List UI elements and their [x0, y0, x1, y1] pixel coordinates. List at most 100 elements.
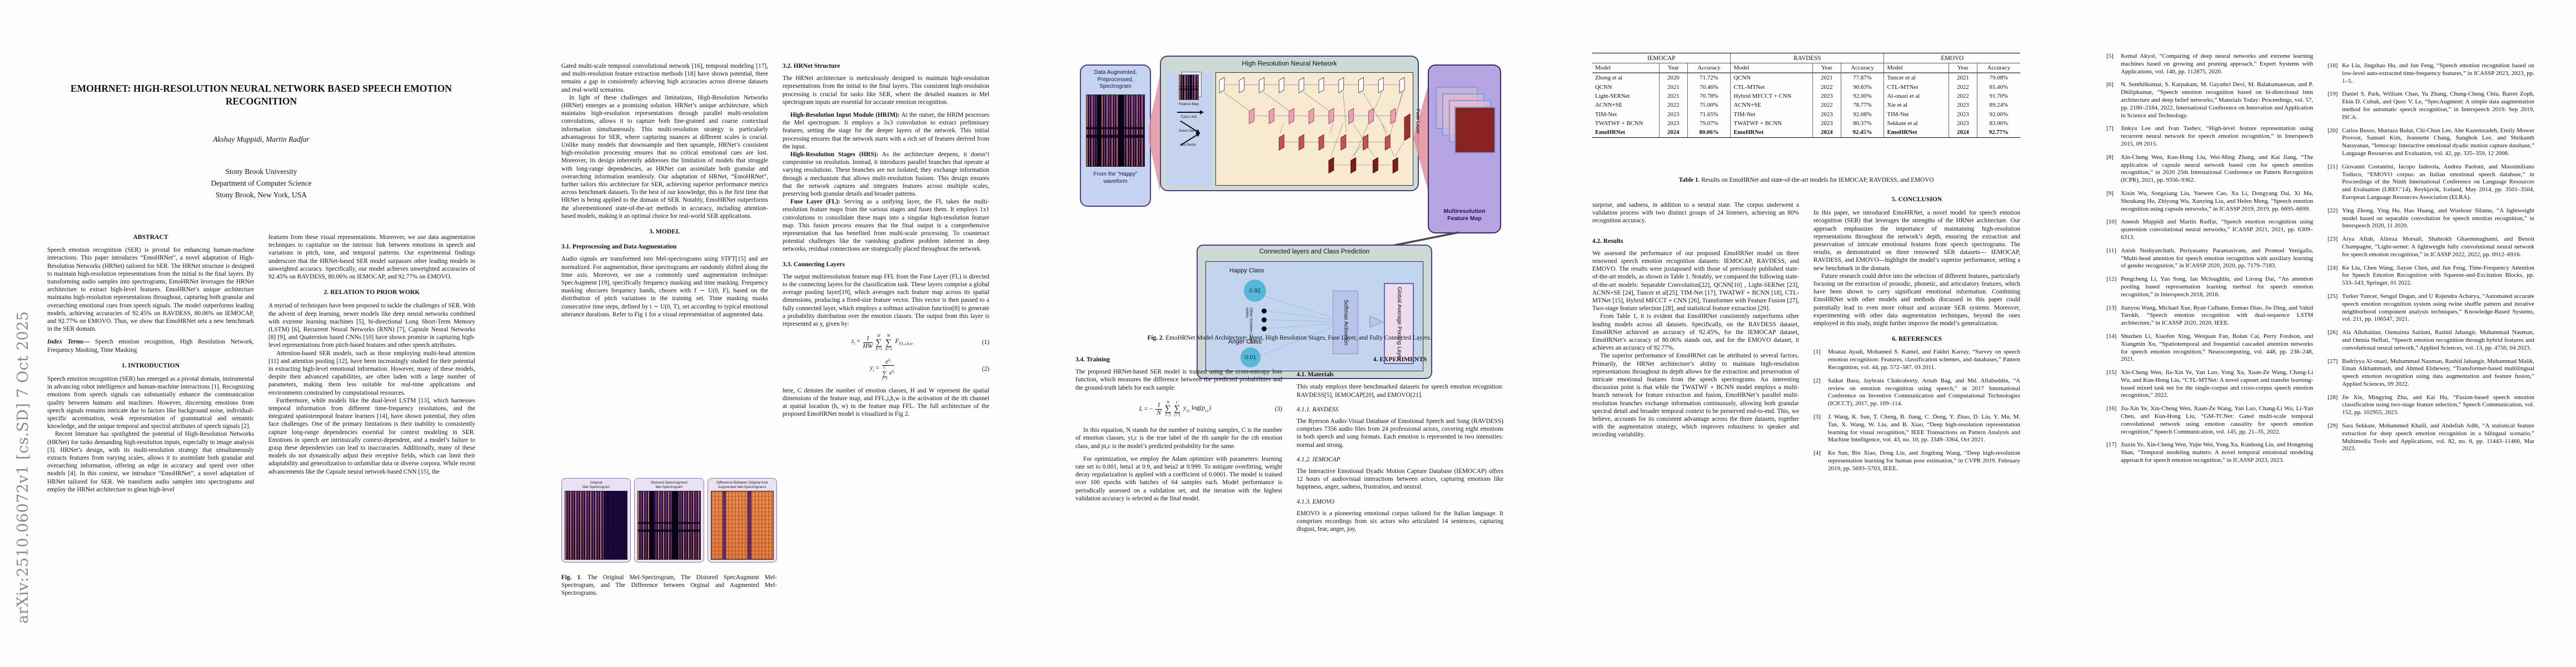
year-cell: 2022: [1812, 101, 1841, 110]
section-1-heading: 1. INTRODUCTION: [121, 361, 180, 369]
model-cell: EmoHRNet: [1884, 128, 1949, 137]
model-cell: Hybrid MFCCT + CNN: [1730, 91, 1813, 101]
section-33-heading: 3.3. Connecting Layers: [783, 261, 845, 268]
reference-text: Jia-Xin Ye, Xin-Cheng Wen, Xuan-Ze Wang,…: [2121, 405, 2313, 435]
reference-number: [15]: [2106, 369, 2117, 376]
fig2-connected-layers-box: Connected layers and Class Prediction Ha…: [1197, 245, 1432, 379]
page2-right-column: 3.2. HRNet Structure The HRNet architect…: [783, 62, 989, 419]
results-table-wrap: IEMOCAP RAVDESS EMOVO Model Year Accurac…: [1592, 53, 2020, 138]
reference-item: [20] Carlos Busso, Murtaza Bulut, Chi-Ch…: [2328, 127, 2534, 158]
other-emotion-nodes-label: Other Emotion Class nodes: [1245, 307, 1253, 344]
model-cell: Al-onazi et al: [1884, 91, 1949, 101]
reference-item: [8] Xin-Cheng Wen, Kun-Hong Liu, Wei-Min…: [2106, 154, 2313, 185]
page4-right-column: 5. CONCLUSION In this paper, we introduc…: [1813, 196, 2020, 479]
related-paragraph-1: A myriad of techniques have been propose…: [268, 302, 475, 349]
fig2-hrnn-title: High Resolution Neural Network: [1242, 59, 1337, 67]
reference-text: Aneesh Muppidi and Martin Radfar, “Speec…: [2121, 218, 2313, 241]
column-header-model: Model: [1592, 63, 1660, 73]
reference-text: Carlos Busso, Murtaza Bulut, Chi-Chun Le…: [2342, 127, 2534, 157]
year-cell: 2024: [1659, 128, 1688, 137]
reference-item: [9] Xixin Wu, Songxiang Liu, Yuewen Cao,…: [2106, 190, 2313, 213]
fig2-input-box: Data Augmented,Preprocessed,Spectrogram …: [1080, 64, 1151, 207]
references-list-3: [18] Ke Liu, Jingzhao Hu, and Jun Feng, …: [2328, 62, 2534, 459]
reference-number: [26]: [2328, 329, 2338, 336]
affiliation-line1: Stony Brook University: [225, 167, 297, 176]
reference-number: [20]: [2328, 127, 2338, 134]
table-1-caption: Table 1. Results on EmoHRNet and state-o…: [1678, 177, 1934, 183]
related-paragraph-2: Attention-based SER models, such as thos…: [268, 350, 475, 396]
year-cell: 2022: [1949, 91, 1977, 101]
reference-text: Ke Liu, Jingzhao Hu, and Jun Feng, “Spee…: [2342, 62, 2534, 84]
reference-text: Arya Aftab, Alireza Morsali, Shahrokh Gh…: [2342, 236, 2534, 258]
table-group-ravdess: RAVDESS: [1730, 53, 1884, 63]
page-1: EMOHRNET: HIGH-RESOLUTION NEURAL NETWORK…: [47, 0, 475, 667]
equation-2-number: (2): [981, 365, 989, 372]
column-header-year: Year: [1812, 63, 1841, 73]
figure-2-caption: Fig. 2. EmoHRNet Model Architecture: Inp…: [1147, 335, 1432, 341]
intro-continuation: features from these visual representatio…: [268, 234, 475, 281]
section-2-heading: 2. RELATION TO PRIOR WORK: [323, 288, 420, 296]
reference-item: [7] Jinkyu Lee and Ivan Tashev, “High-le…: [2106, 125, 2313, 148]
results-paragraph-2: From Table 1, it is evident that EmoHRNe…: [1592, 313, 1799, 352]
model-cell: TIM-Net: [1730, 109, 1813, 119]
reference-text: Ying Zhong, Ying Hu, Hao Huang, and Wush…: [2342, 207, 2534, 230]
section-41-heading: 4.1. Materials: [1297, 371, 1334, 379]
equation-explanation-paragraph: here, C denotes the number of emotion cl…: [783, 387, 989, 418]
related-paragraph-3: Furthermore, while models like the dual-…: [268, 397, 475, 475]
reference-item: [21] Giovanni Costantini, Iacopo Iaderol…: [2328, 163, 2534, 202]
section-4-heading: 4. EXPERIMENTS: [1373, 356, 1427, 363]
reference-text: Xixin Wu, Songxiang Liu, Yuewen Cao, Xu …: [2121, 190, 2313, 212]
anger-class-node: 0.01: [1240, 347, 1260, 367]
column-header-year: Year: [1659, 63, 1688, 73]
reference-item: [15] Xin-Cheng Wen, Jia-Xin Ye, Yan Luo,…: [2106, 369, 2313, 400]
year-cell: 2023: [1812, 118, 1841, 128]
reference-item: [14] Shuzhen Li, Xiaofen Xing, Weiquan F…: [2106, 333, 2313, 364]
year-cell: 2023: [1812, 91, 1841, 101]
year-cell: 2022: [1812, 82, 1841, 92]
section-411-heading: 4.1.1. RAVDESS: [1297, 406, 1339, 413]
reference-number: [22]: [2328, 207, 2338, 214]
reference-number: [27]: [2328, 357, 2338, 365]
table-row: TWATWF + BCNN 2023 79.07% TWATWF + BCNN …: [1592, 118, 2020, 128]
column-header-year: Year: [1949, 63, 1977, 73]
emotion-node-dot: [1262, 317, 1267, 322]
page-3: Data Augmented,Preprocessed,Spectrogram …: [1075, 0, 1503, 667]
reference-text: Sara Sekkate, Mohammed Khalil, and Abdel…: [2342, 422, 2534, 452]
model-cell: ACNN+SE: [1730, 101, 1813, 110]
reference-text: Kemal Akyol, “Comparing of deep neural n…: [2121, 53, 2313, 75]
reference-item: [11] Anish Nediyanchath, Periyasamy Para…: [2106, 247, 2313, 270]
year-cell: 2023: [1949, 109, 1977, 119]
page-4: IEMOCAP RAVDESS EMOVO Model Year Accurac…: [1592, 0, 2020, 667]
reference-item: [3] J. Wang, K. Sun, T. Cheng, B. Jiang,…: [1813, 414, 2020, 444]
reference-number: [10]: [2106, 218, 2117, 226]
page3-left-column: 3.4. Training The proposed HRNet-based S…: [1075, 356, 1282, 502]
reference-text: Jie Xie, Mingying Zhu, and Kai Hu, “Fusi…: [2342, 394, 2534, 416]
authors: Akshay Muppidi, Martin Radfar: [213, 135, 310, 143]
year-cell: 2021: [1812, 73, 1841, 83]
hrnet-motivation-paragraph: In light of these challenges and limitat…: [561, 94, 768, 220]
reference-number: [3]: [1813, 414, 1821, 421]
conclusion-paragraph-1: In this paper, we introduced EmoHRNet, a…: [1813, 210, 2020, 272]
reference-text: Jiaxin Ye, Xin-Cheng Wen, Yujie Wei, Yon…: [2121, 441, 2313, 464]
softmax-activation-box: Softmax Activation: [1333, 291, 1358, 354]
happy-class-label: Happy Class: [1229, 267, 1264, 274]
table-row: TIM-Net 2023 71.65% TIM-Net 2023 92.08% …: [1592, 109, 2020, 119]
reference-item: [19] Daniel S. Park, William Chan, Yu Zh…: [2328, 91, 2534, 121]
legend-down-samp-label: Down Samp.: [1178, 129, 1199, 133]
year-cell: 2021: [1949, 73, 1977, 83]
year-cell: 2024: [1812, 128, 1841, 137]
page4-left-column: surprise, and sadness, in addition to a …: [1592, 201, 1799, 439]
reference-number: [25]: [2328, 292, 2338, 300]
section-32-heading: 3.2. HRNet Structure: [783, 63, 840, 69]
column-header-accuracy: Accuracy: [1976, 63, 2020, 73]
accuracy-cell: 90.83%: [1840, 82, 1884, 92]
model-cell: Xie et al: [1884, 101, 1949, 110]
connected-layers-title: Connected layers and Class Prediction: [1259, 248, 1370, 255]
year-cell: 2023: [1659, 118, 1688, 128]
reference-item: [2] Saikat Basu, Jaybrata Chakraborty, A…: [1813, 377, 2020, 408]
accuracy-cell: 92.08%: [1840, 109, 1884, 119]
affiliation-line2: Department of Computer Science: [211, 179, 312, 187]
table-row: QCNN 2021 70.46% CTL-MTNet 2022 90.83% C…: [1592, 82, 2020, 92]
year-cell: 2023: [1949, 101, 1977, 110]
